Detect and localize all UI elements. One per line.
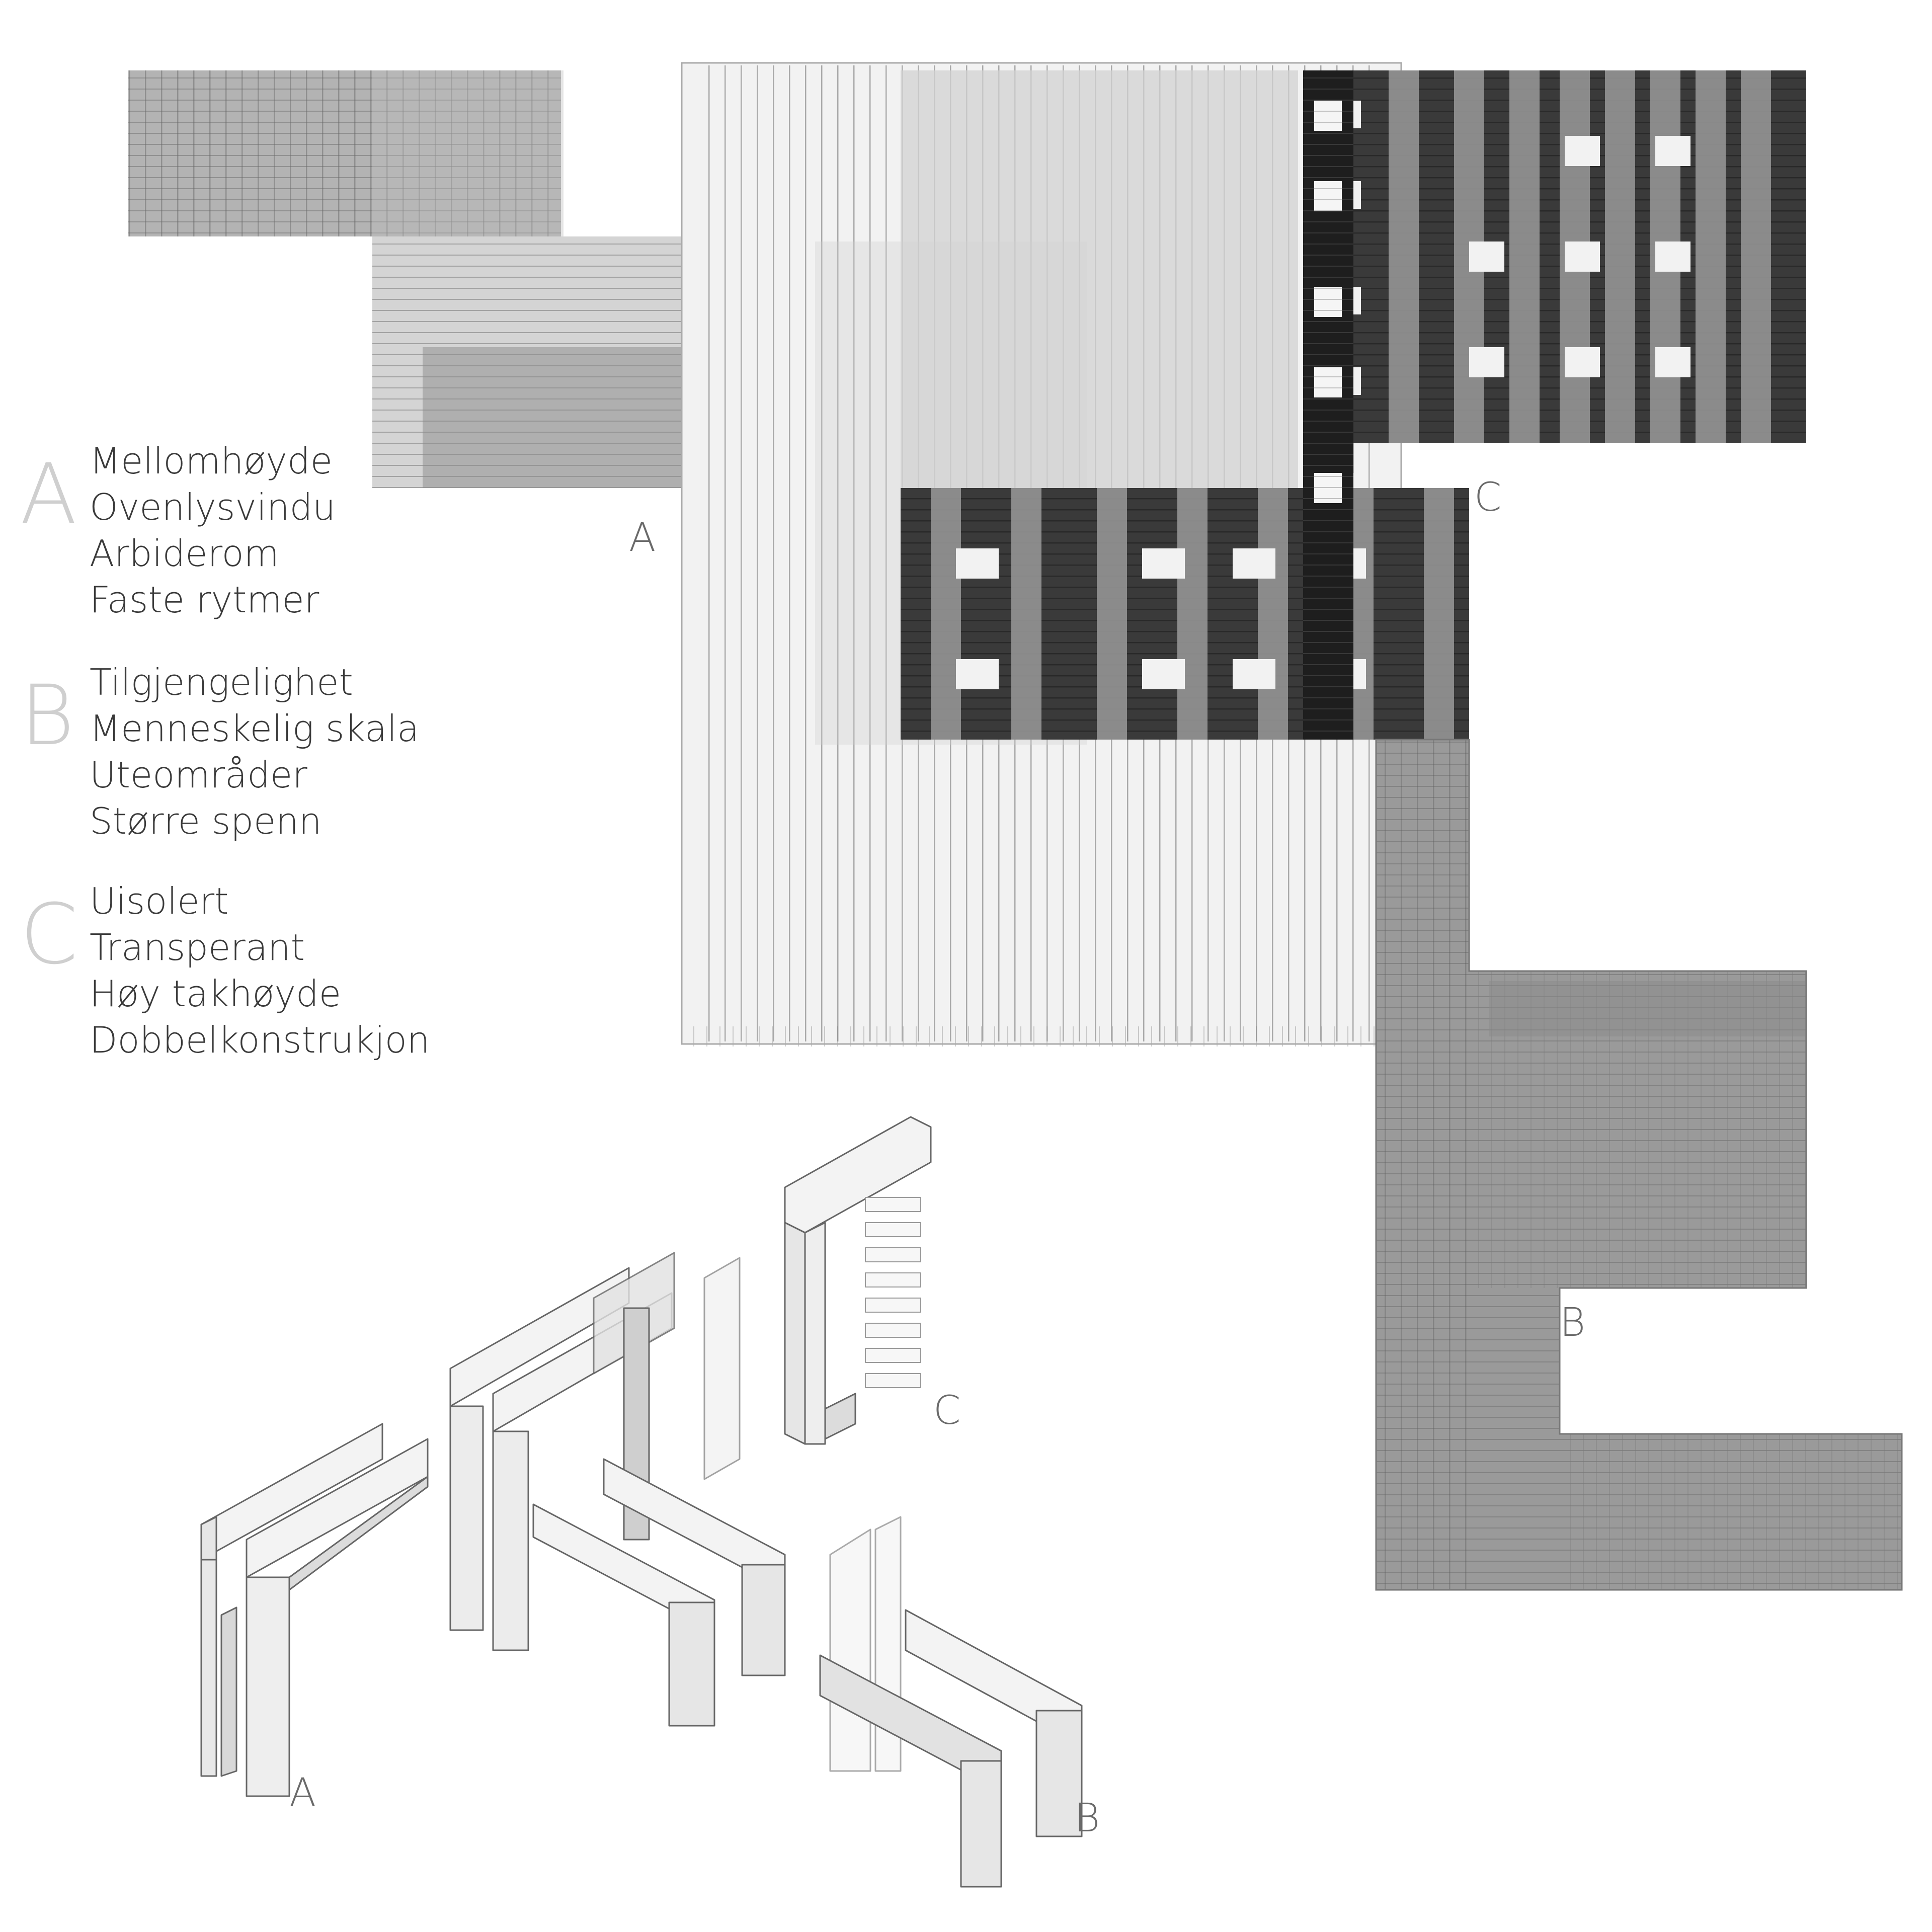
legend-letter-b: B	[20, 667, 75, 764]
axo-detail-b	[819, 1516, 1083, 1888]
legend-item: Større spenn	[90, 800, 322, 842]
axo-label-b: B	[1074, 1796, 1100, 1841]
axo-label-a: A	[289, 1770, 316, 1816]
legend-letter-a: A	[20, 446, 77, 542]
zone-c-lower-block	[901, 488, 1469, 740]
legend-item: Mellomhøyde	[90, 440, 333, 482]
axo-detail-a	[200, 1423, 429, 1797]
axo-detail-centre	[449, 1252, 786, 1727]
legend-item: Uisolert	[90, 880, 229, 922]
legend-item: Uteområder	[90, 754, 307, 796]
zone-a-top-wing	[128, 70, 704, 488]
legend-item: Transperant	[90, 926, 305, 969]
plan-label-a: A	[629, 515, 656, 560]
zone-c-spine	[1303, 70, 1353, 740]
legend-item: Tilgjengelighet	[90, 661, 353, 703]
axo-label-c: C	[933, 1388, 961, 1433]
legend-item: Menneskelig skala	[90, 707, 420, 750]
axo-detail-c	[784, 1116, 932, 1445]
legend-item: Dobbelkonstrukjon	[90, 1019, 430, 1061]
legend-item: Høy takhøyde	[90, 973, 342, 1015]
zone-b-wing	[1375, 739, 1903, 1591]
legend-item: Faste rytmer	[90, 579, 319, 621]
legend-item: Arbiderom	[90, 532, 279, 575]
plan-label-c: C	[1474, 475, 1502, 520]
zone-c-upper-block	[1303, 70, 1806, 501]
plan-label-b: B	[1560, 1300, 1586, 1345]
legend-item: Ovenlysvindu	[90, 486, 336, 528]
legend-letter-c: C	[20, 886, 78, 983]
